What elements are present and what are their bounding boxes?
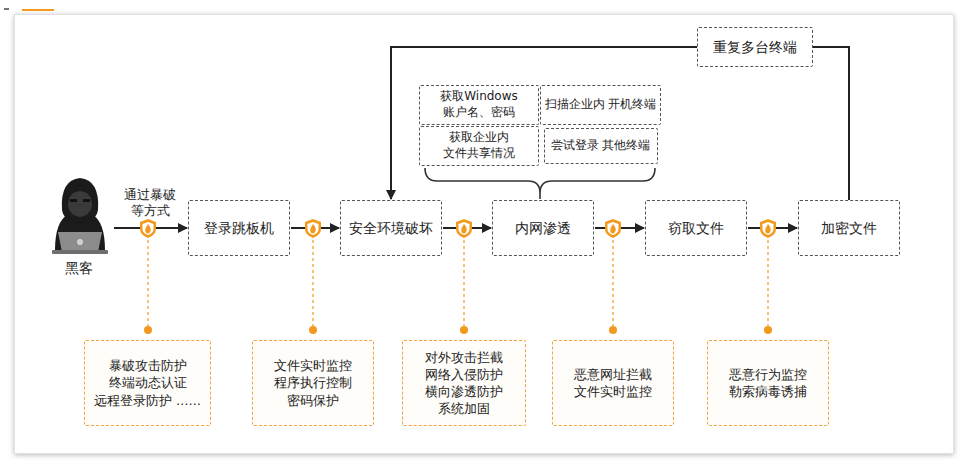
node-text: 获取Windows 账户名、密码 xyxy=(420,89,538,120)
actor-figure: 黑客 xyxy=(45,180,113,278)
hacker-icon xyxy=(52,178,108,254)
shield-icon xyxy=(456,219,472,238)
edge-label: 通过暴破 等方式 xyxy=(116,187,184,220)
node-text: 内网渗透 xyxy=(515,219,571,238)
step-box: 获取企业内 文件共享情况 xyxy=(419,126,539,166)
edge-label-text: 通过暴破 等方式 xyxy=(116,187,184,220)
process-box: 窃取文件 xyxy=(645,200,747,256)
brace xyxy=(425,168,655,193)
process-box: 加密文件 xyxy=(798,200,900,256)
node-text: 安全环境破坏 xyxy=(349,219,433,238)
node-text: 登录跳板机 xyxy=(204,219,274,238)
node-text: 尝试登录 其他终端 xyxy=(551,138,651,154)
shield-icon xyxy=(305,219,321,238)
node-text: 扫描企业内 开机终端 xyxy=(545,97,657,113)
process-box: 内网渗透 xyxy=(492,200,594,256)
shield-icon xyxy=(760,219,776,238)
corner-dash xyxy=(4,8,9,10)
corner-accent xyxy=(22,9,54,11)
node-text: 恶意网址拦截 文件实时监控 xyxy=(553,366,673,401)
flow-arrow xyxy=(391,47,849,200)
node-text: 恶意行为监控 勒索病毒诱捕 xyxy=(708,366,828,401)
leader-dots xyxy=(144,326,772,334)
defense-box: 恶意网址拦截 文件实时监控 xyxy=(552,340,674,426)
step-box: 尝试登录 其他终端 xyxy=(544,128,658,164)
node-text: 文件实时监控 程序执行控制 密码保护 xyxy=(253,357,373,409)
node-text: 暴破攻击防护 终端动态认证 远程登录防护 …… xyxy=(85,357,210,409)
process-box: 登录跳板机 xyxy=(188,200,290,256)
step-box: 扫描企业内 开机终端 xyxy=(540,85,661,125)
defense-box: 文件实时监控 程序执行控制 密码保护 xyxy=(252,340,374,426)
node-text: 获取企业内 文件共享情况 xyxy=(420,130,538,161)
defense-box: 恶意行为监控 勒索病毒诱捕 xyxy=(707,340,829,426)
node-text: 加密文件 xyxy=(821,219,877,238)
process-box: 安全环境破坏 xyxy=(340,200,442,256)
edge-label-text: 重复多台终端 xyxy=(713,38,797,56)
defense-box: 对外攻击拦截 网络入侵防护 横向渗透防护 系统加固 xyxy=(402,340,526,426)
node-text: 窃取文件 xyxy=(668,219,724,238)
step-box: 获取Windows 账户名、密码 xyxy=(419,85,539,125)
brace-stem xyxy=(539,193,541,199)
shield-icon xyxy=(605,219,621,238)
loop-label-box: 重复多台终端 xyxy=(697,27,813,67)
node-text: 对外攻击拦截 网络入侵防护 横向渗透防护 系统加固 xyxy=(403,349,525,418)
defense-box: 暴破攻击防护 终端动态认证 远程登录防护 …… xyxy=(84,340,211,426)
shield-icon xyxy=(140,219,156,238)
node-text: 黑客 xyxy=(65,259,93,278)
